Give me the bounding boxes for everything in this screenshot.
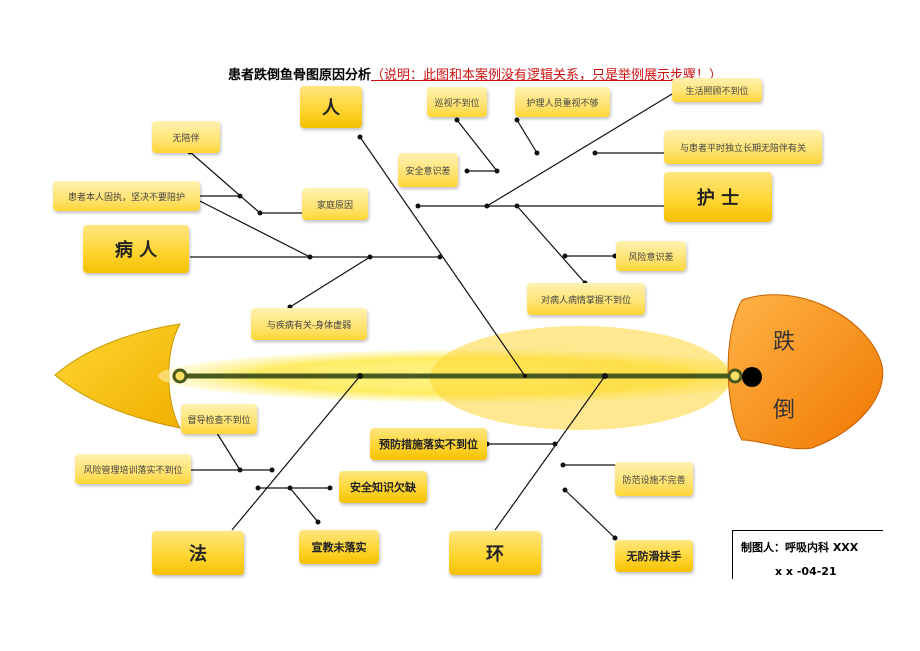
cause-risk-training: 风险管理培训落实不到位 (75, 454, 191, 484)
head-text-1: 跌 (773, 330, 796, 355)
category-nurse: 护 士 (664, 172, 772, 222)
bones (189, 87, 683, 539)
cause-stubborn: 患者本人固执，坚决不要陪护 (53, 181, 200, 211)
head-text-2: 倒 (773, 398, 796, 423)
bone-joints (187, 85, 685, 541)
fish-head (727, 294, 884, 450)
diagram-title: 患者跌倒鱼骨图原因分析（说明：此图和本案例没有逻辑关系，只是举例展示步骤！） (228, 64, 722, 83)
category-patient: 病 人 (83, 225, 189, 273)
cause-supervision: 督导检查不到位 (181, 404, 257, 434)
category-environment: 环 (449, 531, 541, 575)
category-law: 法 (152, 531, 244, 575)
cause-education: 宣教未落实 (299, 530, 379, 564)
cause-family: 家庭原因 (302, 188, 368, 220)
title-note: （说明：此图和本案例没有逻辑关系，只是举例展示步骤！） (371, 68, 723, 83)
cause-knowledge: 对病人病情掌握不到位 (527, 283, 645, 315)
cause-independent: 与患者平时独立长期无陪伴有关 (664, 130, 822, 164)
cause-handrail: 无防滑扶手 (615, 540, 693, 572)
cause-risk-awareness: 风险意识差 (616, 241, 686, 271)
cause-safety-awareness: 安全意识差 (398, 153, 458, 187)
credit-block: 制图人：呼吸内科 XXX x x -04-21 (732, 530, 883, 579)
spine-head-end (727, 368, 743, 384)
title-main: 患者跌倒鱼骨图原因分析 (228, 68, 372, 83)
cause-no-escort: 无陪伴 (152, 121, 220, 153)
fish-eye (742, 367, 762, 387)
cause-prevention: 预防措施落实不到位 (370, 428, 487, 460)
cause-life-care: 生活照顾不到位 (672, 78, 762, 102)
cause-patrol: 巡视不到位 (427, 87, 487, 117)
category-person: 人 (300, 86, 362, 128)
cause-safety-knowledge: 安全知识欠缺 (339, 471, 427, 503)
cause-staff-attention: 护理人员重视不够 (515, 87, 610, 117)
cause-facility: 防范设施不完善 (615, 462, 693, 496)
cause-disease: 与疾病有关-身体虚弱 (251, 308, 367, 340)
spine-tail-end (172, 368, 188, 384)
credit-maker: 制图人：呼吸内科 XXX (741, 541, 859, 554)
credit-date: x x -04-21 (775, 565, 837, 578)
